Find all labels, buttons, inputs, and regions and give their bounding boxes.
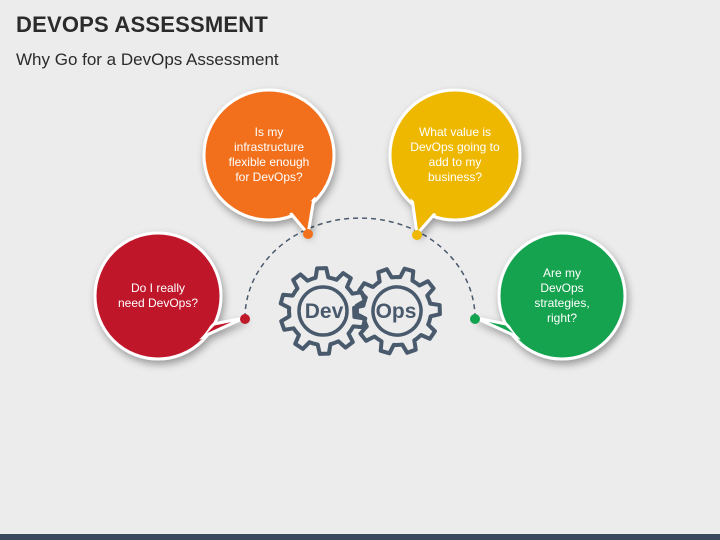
gear-outline xyxy=(278,266,368,356)
bubble-red-cover xyxy=(98,236,218,356)
bubble-yellow xyxy=(388,88,522,236)
bubble-green-tail xyxy=(474,316,522,340)
gear-dev-label: Dev xyxy=(305,300,344,323)
gear-ops-icon xyxy=(352,266,442,356)
gear-inner-ring xyxy=(297,285,349,337)
dot-yellow xyxy=(412,230,422,240)
bubble-green-cover xyxy=(502,236,622,356)
bubble-red-text: Do I really need DevOps? xyxy=(117,281,199,310)
bubble-green-text: Are my DevOps strategies, right? xyxy=(534,266,590,325)
footer-bar xyxy=(0,534,720,540)
gear-inner-ring xyxy=(371,285,423,337)
dot-green xyxy=(470,314,480,324)
page-title: DEVOPS ASSESSMENT xyxy=(16,12,268,37)
bubble-yellow-text: What value is DevOps going to add to my … xyxy=(410,125,500,184)
connector-arc xyxy=(244,217,476,319)
dot-red xyxy=(240,314,250,324)
dot-orange xyxy=(303,229,313,239)
page-subtitle: Why Go for a DevOps Assessment xyxy=(16,50,279,69)
bubble-orange xyxy=(202,88,336,236)
bubble-red xyxy=(93,231,246,361)
bubble-red-tail xyxy=(198,316,246,340)
gear-ops-label: Ops xyxy=(376,300,417,323)
bubble-yellow-cover xyxy=(393,93,517,217)
gear-dev-icon xyxy=(278,266,368,356)
gear-outline xyxy=(352,266,442,356)
bubble-orange-text: Is my infrastructure flexible enough for… xyxy=(228,125,310,184)
bubble-green xyxy=(474,231,627,361)
bubble-orange-cover xyxy=(207,93,331,217)
